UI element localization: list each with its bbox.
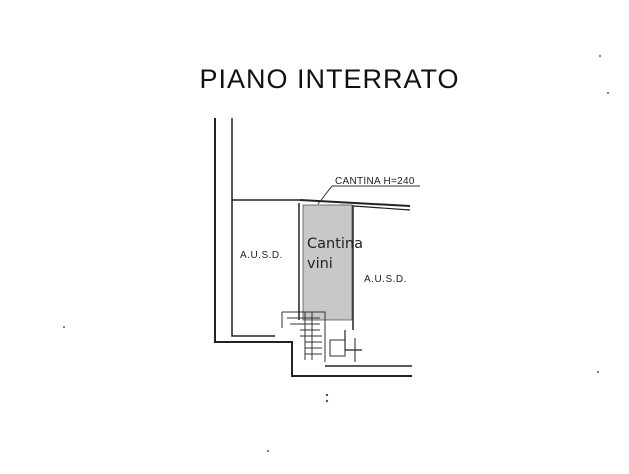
room-label-left: A.U.S.D. xyxy=(240,250,283,261)
wine-cellar-label: Cantina vini xyxy=(307,234,363,274)
room-label-right: A.U.S.D. xyxy=(364,274,407,285)
scan-specks xyxy=(63,55,609,452)
cellar-height-label: CANTINA H=240 xyxy=(335,176,415,187)
upper-wall-right xyxy=(299,199,411,207)
plan-title: PIANO INTERRATO xyxy=(199,64,460,94)
wine-cellar-label-line2: vini xyxy=(307,256,333,272)
staircase xyxy=(281,311,346,362)
outer-wall-left-inner xyxy=(231,118,275,337)
door-jamb xyxy=(344,330,362,351)
outer-wall-left xyxy=(214,118,412,377)
wine-cellar-area xyxy=(302,204,353,321)
wine-cellar-label-line1: Cantina xyxy=(307,236,363,252)
label-leader-line xyxy=(317,185,420,205)
